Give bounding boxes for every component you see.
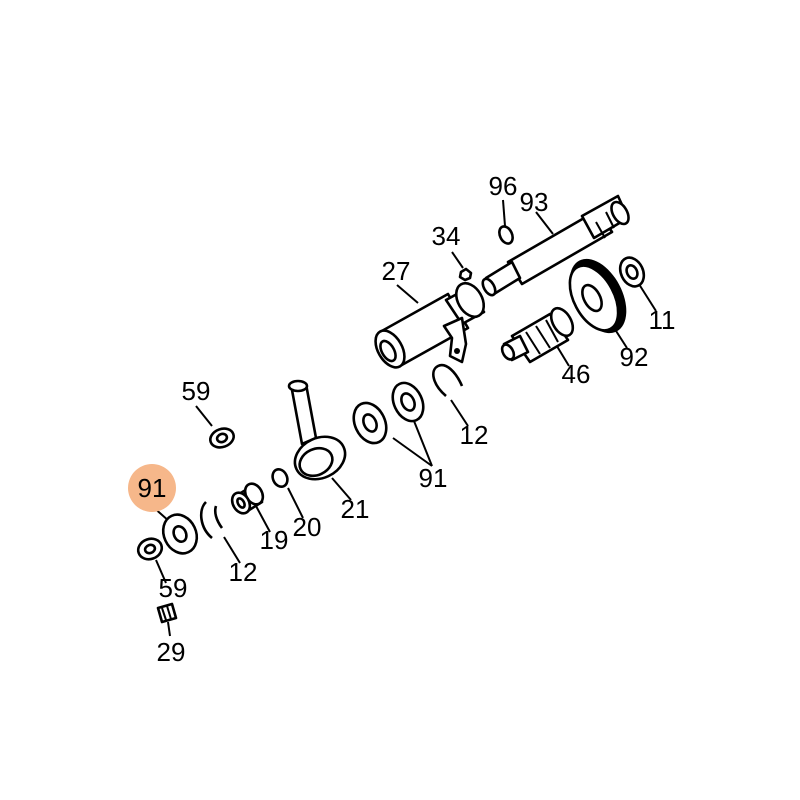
part-gear-92 — [568, 258, 627, 334]
callout-34[interactable]: 34 — [432, 221, 461, 251]
part-bushing-19 — [230, 482, 265, 515]
callout-21[interactable]: 21 — [341, 494, 370, 524]
part-bearing-11 — [618, 256, 646, 288]
part-washer-59-upper — [209, 427, 235, 449]
part-nut-34 — [458, 267, 473, 282]
part-circlip-12-lower — [199, 501, 224, 539]
callout-12-lower[interactable]: 12 — [229, 557, 258, 587]
callout-29[interactable]: 29 — [157, 637, 186, 667]
part-bearing-91-upper-a — [391, 381, 425, 423]
callout-labels: 96 93 34 27 11 92 46 59 12 91 21 20 19 1… — [138, 171, 676, 667]
part-housing-27 — [374, 281, 486, 369]
callout-59-lower[interactable]: 59 — [159, 573, 188, 603]
part-worm-shaft-46 — [500, 306, 575, 364]
part-circlip-12-upper — [432, 363, 464, 397]
part-bearing-91-lower — [161, 513, 199, 555]
part-washer-59-lower — [136, 537, 164, 561]
leader-lines — [151, 199, 657, 637]
part-screw-29 — [156, 602, 178, 624]
callout-46[interactable]: 46 — [562, 359, 591, 389]
callout-91-upper[interactable]: 91 — [419, 463, 448, 493]
highlight-circle — [128, 464, 176, 512]
callout-20[interactable]: 20 — [293, 512, 322, 542]
callout-96[interactable]: 96 — [489, 171, 518, 201]
callout-11[interactable]: 11 — [649, 305, 676, 335]
part-circlip-96 — [498, 225, 514, 245]
callout-12-upper[interactable]: 12 — [460, 420, 489, 450]
part-crank-21 — [287, 379, 347, 481]
callout-27[interactable]: 27 — [382, 256, 411, 286]
part-shaft-93 — [481, 194, 630, 297]
part-bearing-91-upper-b — [352, 401, 388, 445]
callout-92[interactable]: 92 — [620, 342, 649, 372]
callout-91-highlighted[interactable]: 91 — [138, 473, 167, 503]
callout-19[interactable]: 19 — [260, 525, 289, 555]
callout-59-upper[interactable]: 59 — [182, 376, 211, 406]
part-ring-20 — [271, 468, 289, 488]
callout-93[interactable]: 93 — [520, 187, 549, 217]
